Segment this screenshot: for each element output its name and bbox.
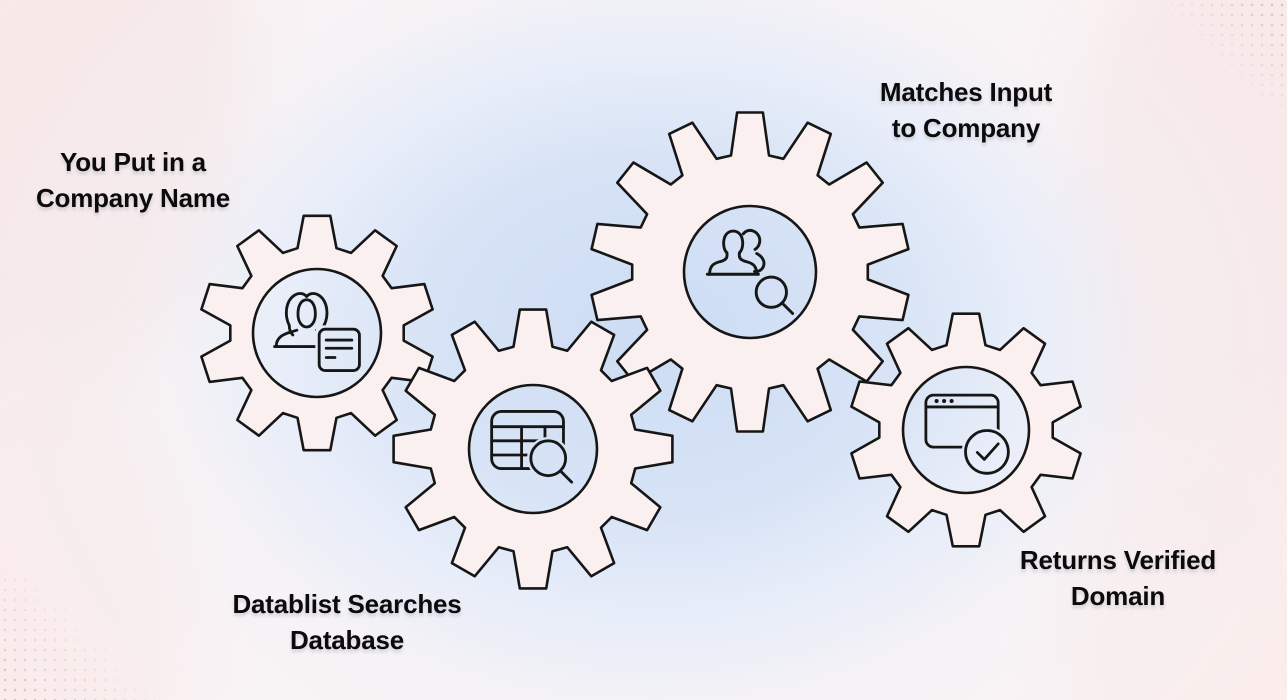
gear-input xyxy=(200,214,434,452)
gear-shape xyxy=(200,214,434,452)
person-form-icon xyxy=(273,292,361,372)
gear-verify xyxy=(850,312,1082,548)
step-label-search: Datablist Searches Database xyxy=(232,586,461,658)
label-line: Domain xyxy=(1070,581,1166,611)
table-search-icon xyxy=(490,410,574,484)
label-line: to Company xyxy=(891,113,1041,143)
users-search-icon xyxy=(705,228,795,315)
gear-shape xyxy=(392,308,674,590)
gear-search xyxy=(392,308,674,590)
gear-shape xyxy=(850,312,1082,548)
label-line: Database xyxy=(289,625,405,655)
label-line: Company Name xyxy=(35,183,231,213)
step-label-verify: Returns Verified Domain xyxy=(1020,542,1216,614)
halftone-dots-bottom-left xyxy=(0,575,155,700)
gear-shape xyxy=(590,111,910,433)
label-line: You Put in a xyxy=(60,147,206,177)
label-line: Matches Input xyxy=(879,77,1053,107)
label-line: Returns Verified xyxy=(1019,545,1217,575)
browser-check-icon xyxy=(924,393,1010,475)
gear-match xyxy=(590,111,910,433)
step-label-match: Matches Input to Company xyxy=(880,74,1052,146)
step-label-input: You Put in a Company Name xyxy=(36,144,230,216)
label-line: Datablist Searches xyxy=(232,589,462,619)
halftone-dots-top-right xyxy=(1157,0,1287,105)
